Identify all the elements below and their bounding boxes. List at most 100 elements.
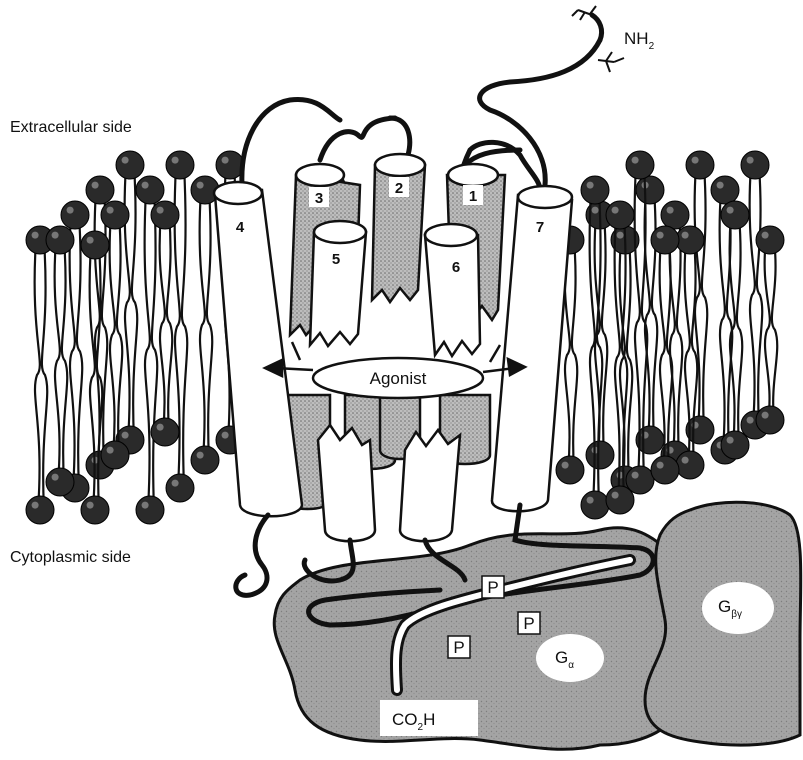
lipid-head	[151, 201, 179, 229]
lipid-head-highlight	[562, 462, 569, 469]
lipid-head	[756, 226, 784, 254]
lipid-head	[26, 496, 54, 524]
lipid-head	[136, 496, 164, 524]
lipid-head-highlight	[197, 182, 204, 189]
lipid-head	[166, 151, 194, 179]
lipid-head-highlight	[197, 452, 204, 459]
svg-text:7: 7	[536, 219, 544, 236]
lipid-head-highlight	[692, 157, 699, 164]
lipid-head-highlight	[92, 182, 99, 189]
lipid-tail	[35, 240, 48, 510]
lipid-head-highlight	[612, 492, 619, 499]
lipid-head-highlight	[727, 437, 734, 444]
lipid-head-highlight	[222, 432, 229, 439]
lipid-head-highlight	[682, 457, 689, 464]
svg-text:P: P	[487, 578, 498, 597]
lipid-head-highlight	[87, 502, 94, 509]
lipid-head	[636, 176, 664, 204]
lipid-tail	[765, 240, 778, 420]
g-alpha-label-ellipse	[536, 634, 604, 682]
lipid-tail	[750, 165, 763, 425]
lipid-head-highlight	[172, 157, 179, 164]
lipid-head-highlight	[122, 157, 129, 164]
helix-5: 5	[310, 221, 366, 346]
lipid-tail	[70, 215, 83, 488]
lipid-head	[606, 486, 634, 514]
lipid-head-highlight	[762, 412, 769, 419]
lipid-head	[721, 431, 749, 459]
lipid-head-highlight	[632, 157, 639, 164]
helix-6: 6	[425, 224, 480, 356]
svg-text:P: P	[523, 614, 534, 633]
lipid-head-highlight	[142, 182, 149, 189]
lipid-head-highlight	[32, 502, 39, 509]
lipid-head	[116, 151, 144, 179]
lipid-head-highlight	[587, 182, 594, 189]
lipid-head	[651, 226, 679, 254]
lipid-head-highlight	[667, 207, 674, 214]
lipid-head	[581, 176, 609, 204]
lipid-bilayer-right	[556, 151, 784, 519]
lipid-head-highlight	[87, 237, 94, 244]
lipid-tail	[110, 215, 123, 455]
lipid-head-highlight	[657, 462, 664, 469]
lipid-tail	[145, 190, 158, 510]
svg-text:5: 5	[332, 251, 340, 268]
lipid-tail	[160, 215, 173, 432]
lipid-head-highlight	[682, 232, 689, 239]
lipid-head	[711, 176, 739, 204]
lipid-head	[741, 151, 769, 179]
helix-4: 4	[214, 182, 302, 516]
lipid-head-highlight	[32, 232, 39, 239]
lipid-head-highlight	[762, 232, 769, 239]
lipid-head-highlight	[67, 207, 74, 214]
lipid-head-highlight	[142, 502, 149, 509]
svg-text:Agonist: Agonist	[370, 369, 427, 388]
lipid-head-highlight	[727, 207, 734, 214]
lipid-head	[81, 231, 109, 259]
cytoplasmic-side-label: Cytoplasmic side	[10, 549, 131, 566]
lipid-head	[191, 446, 219, 474]
lipid-head	[606, 201, 634, 229]
lipid-head	[166, 474, 194, 502]
lipid-head-highlight	[632, 472, 639, 479]
lipid-tail	[55, 240, 68, 482]
svg-text:4: 4	[236, 219, 245, 236]
lipid-head	[46, 468, 74, 496]
lipid-head-highlight	[592, 207, 599, 214]
svg-text:6: 6	[452, 259, 460, 276]
lipid-head	[46, 226, 74, 254]
lipid-head	[686, 151, 714, 179]
svg-text:2: 2	[395, 180, 403, 197]
svg-text:1: 1	[469, 188, 477, 205]
lipid-head-highlight	[612, 207, 619, 214]
lipid-head-highlight	[172, 480, 179, 487]
g-betagamma-label-ellipse	[702, 582, 774, 634]
lipid-head	[676, 451, 704, 479]
lipid-head	[101, 441, 129, 469]
lipid-head-highlight	[617, 232, 624, 239]
lipid-head-highlight	[122, 432, 129, 439]
agonist: Agonist	[313, 358, 483, 398]
g-alpha-subunit	[274, 528, 700, 750]
lipid-head	[61, 201, 89, 229]
lipid-head-highlight	[52, 232, 59, 239]
lipid-head	[581, 491, 609, 519]
lipid-head	[86, 176, 114, 204]
lipid-head-highlight	[107, 207, 114, 214]
lipid-bilayer-left	[26, 151, 244, 524]
lipid-head	[721, 201, 749, 229]
lipid-head-highlight	[222, 157, 229, 164]
n-terminus-label: NH2	[624, 29, 655, 52]
lipid-head-highlight	[747, 157, 754, 164]
lipid-head	[151, 418, 179, 446]
lipid-head	[586, 441, 614, 469]
lipid-head-highlight	[657, 232, 664, 239]
helix-2: 2	[372, 154, 425, 302]
lipid-head	[676, 226, 704, 254]
lipid-tail	[645, 190, 658, 440]
lipid-head-highlight	[157, 424, 164, 431]
lipid-head-highlight	[717, 182, 724, 189]
lipid-tail	[730, 215, 743, 445]
